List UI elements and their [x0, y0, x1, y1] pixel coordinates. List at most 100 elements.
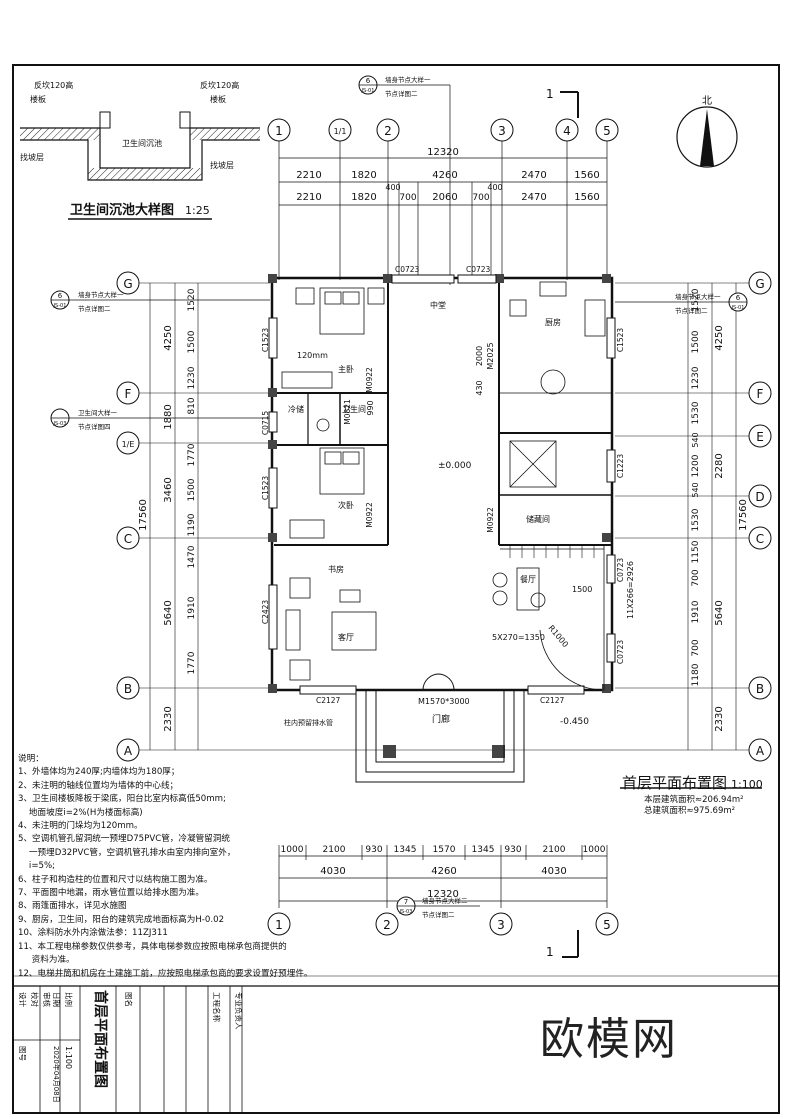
drawing-title-text: 首层平面布置图: [622, 774, 728, 792]
grid-row-b: B: [124, 682, 132, 696]
callout-bottom: 7 JS-03 墙身节点大样二 节点详图二: [396, 896, 480, 919]
code-m0922-b: M0922: [365, 502, 374, 528]
dim-bot-r2-1: 4260: [431, 866, 456, 877]
tb-field-4: 比例: [64, 992, 74, 1007]
callout-top-num: 6: [366, 77, 371, 85]
note-item: 11、本工程电梯参数仅供参考，具体电梯参数应按照电梯承包商提供的: [18, 941, 287, 952]
drawing-scale: 1:100: [731, 778, 763, 791]
dim-right-mid-2: 5640: [714, 600, 725, 625]
dim-top-r2-3: 700: [399, 193, 416, 203]
dim-bot-r1-7: 2100: [543, 845, 566, 855]
callout-bottom-num: 7: [404, 898, 408, 906]
detail-label-6: 找坡层: [210, 160, 234, 170]
dim-top-total: 12320: [427, 147, 459, 158]
area-summary: 本层建筑面积≈206.94m² 总建筑面积≈975.69m²: [644, 795, 744, 817]
area-built: 本层建筑面积≈206.94m²: [644, 795, 744, 805]
grid-col-1-bottom: 1: [275, 918, 283, 932]
room-labels: 主卧 卫生间 冷储 次卧 书房 客厅 厨房 餐厅 储藏间 门廊 中堂: [288, 300, 561, 725]
section-mark-top: 1: [546, 87, 579, 118]
dim-right-in-1: 1500: [691, 330, 701, 353]
dim-right-total: 17560: [738, 499, 749, 531]
room-porch: 门廊: [432, 713, 450, 725]
room-second-bedroom: 次卧: [338, 500, 354, 510]
dim-right-in-5: 1200: [691, 454, 701, 477]
tb-field-3: 图号: [18, 1046, 27, 1061]
stair-radius: R1000: [546, 624, 570, 650]
detail-title: 卫生间沉池大样图: [70, 202, 174, 218]
stair: [509, 545, 595, 558]
dim-990: 990: [366, 400, 375, 415]
dim-top-r2-0: 2210: [296, 192, 321, 203]
code-c2423: C2423: [261, 600, 270, 625]
downpipe-note: 柱内预留排水管: [284, 718, 333, 727]
title-block-text: 首层平面布置图 1:100 2020年04月08日 设计 校对 审核 图号 比例…: [18, 990, 244, 1103]
dim-right-in-10: 1910: [691, 600, 701, 623]
dim-right-in-9: 700: [691, 569, 701, 586]
room-kitchen: 厨房: [545, 317, 561, 327]
code-m0922-a: M0922: [365, 367, 374, 393]
callout-bottom-sub: 节点详图二: [422, 910, 455, 919]
grid-row-c-right: C: [756, 532, 764, 546]
dim-left-in-5: 1770: [187, 443, 197, 466]
callout-left-1: 6 JS-01 墙身节点大样一 节点详图二: [50, 290, 270, 313]
dim-left-in-2: 1230: [187, 366, 197, 389]
interior-annotations: ±0.000 -0.450 11X266=2926 5X270=1350 R10…: [284, 342, 635, 727]
note-item: 1、外墙体均为240厚;内墙体均为180厚；: [18, 767, 180, 778]
note-item: 地面坡度i=2%(H为楼面标高): [18, 807, 143, 818]
dim-left-in-8: 1470: [187, 545, 197, 568]
dim-right-in-8: 1150: [691, 540, 701, 563]
code-c1523-left-1: C1523: [261, 328, 270, 353]
dim-top-r1-4: 1560: [574, 170, 599, 181]
grid-left: G F 1/E C B A: [116, 271, 140, 762]
code-c1523-left-2: C1523: [261, 476, 270, 501]
design-notes: 说明： 1、外墙体均为240厚;内墙体均为180厚； 2、未注明的轴线位置均为墙…: [18, 753, 398, 981]
north-label: 北: [702, 95, 712, 107]
note-item: 3、卫生间楼板降板于梁底，阳台比室内标高低50mm;: [18, 794, 226, 805]
dim-right-in-4: 540: [691, 432, 700, 447]
furniture: [281, 281, 606, 691]
room-hall: 中堂: [430, 300, 446, 310]
note-item: 9、厨房，卫生间，阳台的建筑完成地面标高为H-0.02: [18, 914, 225, 925]
section-mark-num-bottom: 1: [546, 945, 554, 959]
tb-field-0: 设计: [18, 992, 28, 1007]
grid-row-g: G: [123, 277, 132, 291]
room-storage: 储藏间: [526, 514, 550, 524]
dim-2000: 2000: [475, 346, 484, 366]
grid-top: 1 1/1 2 3 4 5: [267, 118, 619, 142]
grid-row-g-right: G: [755, 277, 764, 291]
grid-col-2-bottom: 2: [383, 918, 391, 932]
room-study: 书房: [328, 564, 344, 574]
code-c0723-right: C0723: [616, 558, 625, 583]
elevation-main: ±0.000: [438, 461, 472, 471]
callout-left-1-ref: JS-01: [53, 303, 67, 309]
dim-right-mid-3: 2330: [714, 706, 725, 731]
dim-top-r2-7: 2470: [521, 192, 546, 203]
dims-top: [278, 141, 608, 280]
callout-top-ref: JS-01: [361, 88, 375, 94]
dim-bot-r1-5: 1345: [472, 845, 495, 855]
detail-label-2: 卫生间沉池: [122, 138, 162, 148]
dim-bot-r2-0: 4030: [320, 866, 345, 877]
dims-top-text: 12320 2210 1820 4260 2470 1560 2210 1820…: [296, 147, 599, 203]
dim-top-r1-2: 4260: [432, 170, 457, 181]
dim-right-in-12: 1180: [691, 663, 701, 686]
grid-col-1: 1: [275, 124, 283, 138]
callout-left-2-sub: 节点详图四: [78, 422, 111, 431]
callout-left-2: JS-03 卫生间大样一 节点详图四: [50, 408, 270, 431]
dim-top-r1-3: 2470: [521, 170, 546, 181]
tb-scale: 1:100: [64, 1046, 73, 1069]
north-arrow: 北: [676, 95, 738, 168]
dim-right-in-11: 700: [691, 639, 701, 656]
tb-field-6: 图名: [124, 992, 134, 1007]
dim-right-in-6: 540: [691, 482, 700, 497]
code-c1223: C1223: [616, 454, 625, 479]
dims-left-text: 17560 4250 1880 3460 5640 2330 1520 1500…: [138, 288, 197, 731]
room-master-bedroom: 主卧: [338, 364, 354, 374]
door-window-codes: C0723 C0723 C1523 C1523 C0715 M0821 M092…: [261, 265, 625, 705]
room-storage-cold: 冷储: [288, 404, 304, 414]
elevation-porch: -0.450: [560, 717, 589, 727]
dim-top-r1-1: 1820: [351, 170, 376, 181]
room-bathroom: 卫生间: [342, 404, 366, 414]
note-item: 2、未注明的轴线位置均为墙体的中心线；: [18, 780, 179, 791]
dim-right-mid-1: 2280: [714, 453, 725, 478]
